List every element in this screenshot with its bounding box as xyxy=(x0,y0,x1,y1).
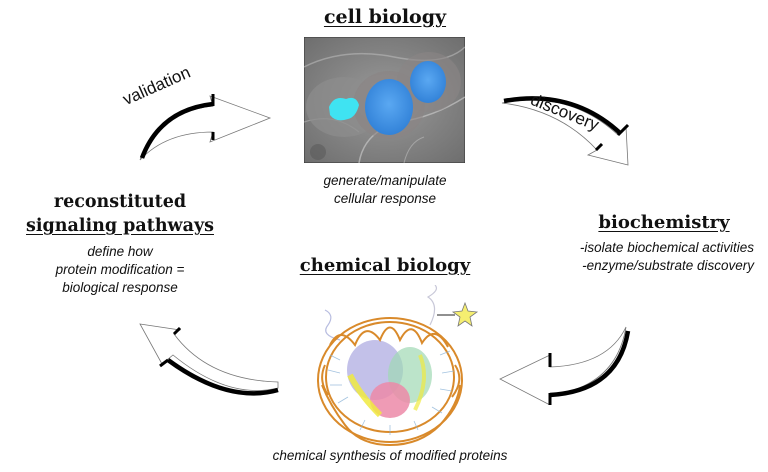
caption-line: cellular response xyxy=(333,191,437,206)
reconstituted-title: reconstituted signaling pathways xyxy=(0,190,240,238)
biochemistry-description: -isolate biochemical activities -enzyme/… xyxy=(540,239,768,275)
nucleosome-image xyxy=(317,285,479,447)
discovery-arrow xyxy=(501,96,630,166)
chembio-to-reconstituted-arrow xyxy=(139,323,279,396)
mitotic-nucleus xyxy=(329,97,359,121)
desc-line: biological response xyxy=(62,280,178,295)
nucleus xyxy=(365,79,413,135)
desc-line: -isolate biochemical activities xyxy=(579,240,754,255)
validation-arrow xyxy=(139,94,272,161)
star-label-icon xyxy=(451,301,479,327)
title-line: reconstituted xyxy=(53,192,187,212)
title-line: signaling pathways xyxy=(26,216,214,236)
reconstituted-description: define how protein modification = biolog… xyxy=(20,243,220,297)
nucleus xyxy=(410,61,446,103)
chemical-biology-caption: chemical synthesis of modified proteins xyxy=(272,448,508,463)
caption-line: generate/manipulate xyxy=(323,173,447,188)
biochemistry-title: biochemistry xyxy=(598,212,730,233)
chemical-biology-title: chemical biology xyxy=(299,255,471,276)
cell-biology-caption: generate/manipulate cellular response xyxy=(260,172,510,208)
biochem-to-chembio-arrow xyxy=(499,326,631,405)
desc-line: define how xyxy=(87,244,153,259)
desc-line: protein modification = xyxy=(55,262,185,277)
desc-line: -enzyme/substrate discovery xyxy=(582,258,754,273)
cell-biology-title: cell biology xyxy=(323,6,447,28)
cell-microscopy-image xyxy=(304,37,465,163)
